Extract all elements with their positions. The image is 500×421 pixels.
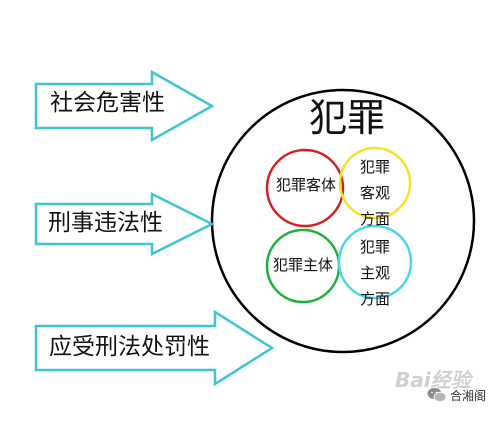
- arrow-label-social-harm: 社会危害性: [50, 90, 165, 116]
- outer-circle: [210, 88, 476, 354]
- subjective-circle: [337, 224, 413, 300]
- subjective-line-3: 方面: [359, 290, 390, 308]
- main-title: 犯罪: [308, 96, 385, 140]
- arrow-punishability: [34, 309, 275, 387]
- source-text: 合湘阁: [450, 388, 487, 403]
- objective-line-2: 客观: [359, 184, 390, 202]
- objective-circle: [338, 146, 412, 220]
- arrow-label-punishability: 应受刑法处罚性: [49, 334, 210, 360]
- objective-line-1: 犯罪: [359, 158, 390, 176]
- arrow-social-harm: [34, 69, 215, 143]
- object-label: 犯罪客体: [275, 176, 336, 194]
- object-circle: [265, 148, 345, 228]
- watermark-text: Bai经验: [395, 368, 471, 392]
- wechat-icon: [427, 388, 447, 403]
- subjective-line-1: 犯罪: [359, 238, 390, 256]
- subjective-line-2: 主观: [359, 264, 390, 282]
- subject-label: 犯罪主体: [272, 256, 333, 274]
- objective-label: 犯罪 客观 方面: [350, 154, 400, 232]
- objective-line-3: 方面: [359, 210, 390, 228]
- source-badge: 合湘阁: [427, 384, 486, 406]
- arrow-label-criminal-illegality: 刑事违法性: [48, 210, 163, 236]
- arrow-criminal-illegality: [34, 191, 215, 257]
- subjective-label: 犯罪 主观 方面: [350, 234, 400, 312]
